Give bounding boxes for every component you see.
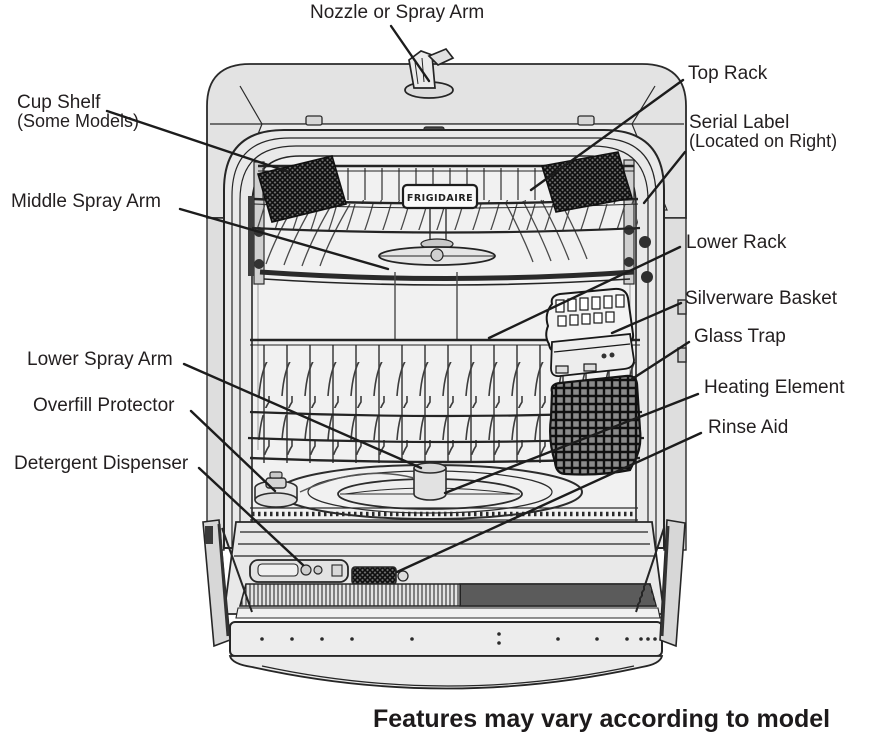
- callout-cup-shelf-note: (Some Models): [17, 111, 140, 131]
- silverware-basket-part: [545, 287, 635, 377]
- callout-serial-label-note: (Located on Right): [689, 131, 838, 151]
- leader-silverware-basket: [610, 301, 683, 335]
- callout-serial-label-text: Serial Label: [689, 112, 790, 133]
- callout-lower-rack: Lower Rack: [686, 232, 787, 253]
- leader-serial-label: [642, 150, 687, 205]
- door-open: [202, 519, 686, 690]
- leader-middle-spray-arm: [178, 207, 390, 271]
- leader-heating-element: [443, 392, 700, 495]
- callout-lower-spray-arm: Lower Spray Arm: [27, 349, 173, 370]
- callout-rinse-aid: Rinse Aid: [708, 417, 789, 438]
- callout-cup-shelf: Cup Shelf (Some Models): [17, 92, 140, 131]
- callout-glass-trap: Glass Trap: [694, 326, 786, 347]
- top-rack-part: FRIGIDAIRE: [251, 151, 641, 340]
- callout-top-rack: Top Rack: [688, 63, 768, 84]
- callout-detergent-dispenser: Detergent Dispenser: [14, 453, 189, 474]
- cabinet-sides: [206, 217, 687, 551]
- footnote-features-vary: Features may vary according to model: [373, 705, 831, 733]
- leader-detergent-dispenser: [197, 466, 305, 567]
- leader-lower-rack: [487, 245, 682, 340]
- middle-spray-arm-part: [378, 208, 496, 340]
- leader-top-rack: [529, 78, 685, 192]
- callout-serial-label: Serial Label (Located on Right): [689, 112, 838, 151]
- callout-nozzle-or-spray-arm: Nozzle or Spray Arm: [310, 2, 485, 23]
- glass-trap-part: [549, 374, 642, 476]
- leader-overfill-protector: [189, 409, 277, 493]
- door-hinge-right: [635, 519, 686, 648]
- callout-silverware-basket: Silverware Basket: [685, 288, 838, 309]
- leader-lower-spray-arm: [182, 362, 423, 470]
- leader-lines: [105, 24, 703, 574]
- leader-glass-trap: [630, 340, 691, 381]
- callout-cup-shelf-text: Cup Shelf: [17, 92, 101, 113]
- leader-rinse-aid: [395, 431, 703, 574]
- callout-overfill-protector: Overfill Protector: [33, 395, 175, 416]
- brand-plate: FRIGIDAIRE: [401, 183, 479, 210]
- leader-nozzle: [389, 24, 431, 83]
- lower-spray-arm-part: [337, 462, 523, 510]
- leader-cup-shelf: [105, 109, 291, 174]
- door-hinge-left: [202, 519, 253, 648]
- door-tread-strip: [238, 583, 658, 607]
- callout-heating-element: Heating Element: [704, 377, 845, 398]
- brand-plate-text: FRIGIDAIRE: [407, 193, 473, 204]
- cup-shelf-basket-left: [256, 155, 348, 223]
- kick-panel: [229, 621, 663, 657]
- callout-middle-spray-arm: Middle Spray Arm: [11, 191, 161, 212]
- detergent-dispenser-part: [249, 559, 349, 583]
